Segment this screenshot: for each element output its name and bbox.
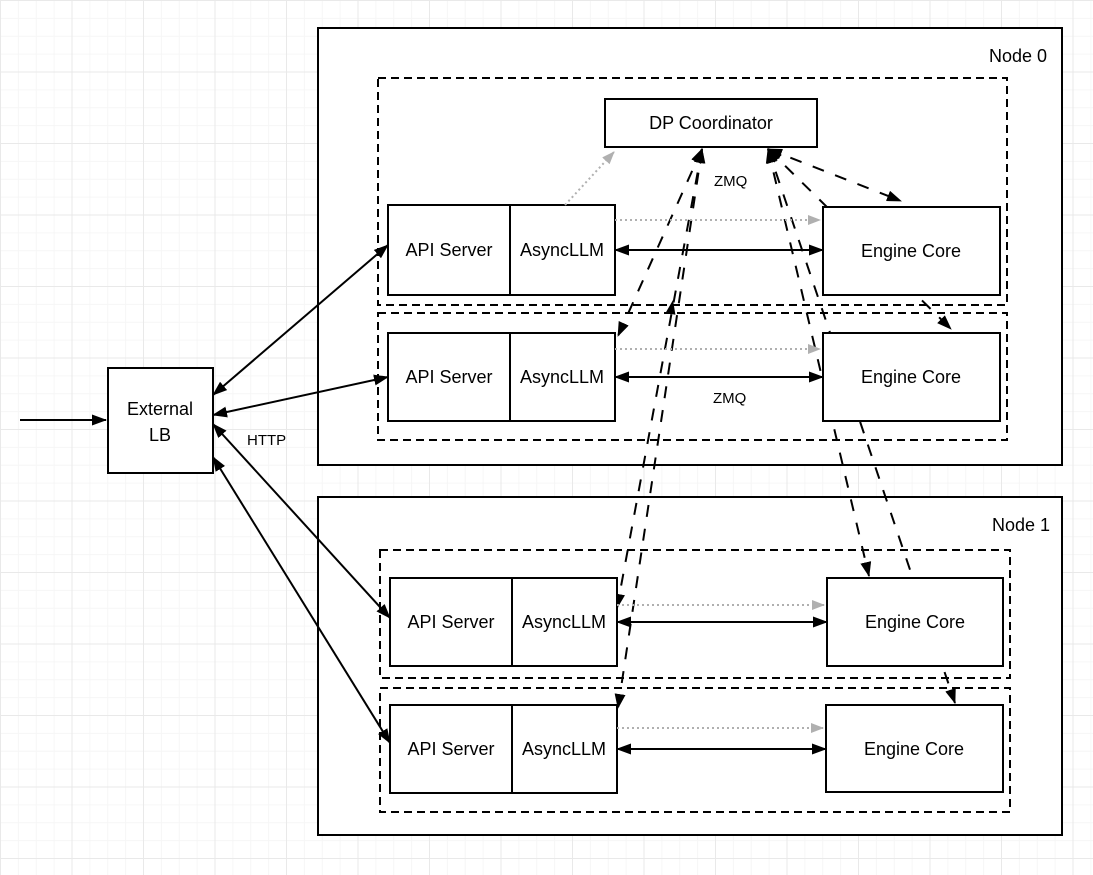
mid-arrowhead-up-icon	[665, 300, 676, 315]
asyncllm-label-n1r1: AsyncLLM	[522, 739, 606, 759]
asyncllm-label-n1r0: AsyncLLM	[522, 612, 606, 632]
http-arrow-lb-n0r1	[212, 374, 389, 418]
external-lb-label-line2: LB	[149, 425, 171, 445]
dp-coordinator-label: DP Coordinator	[649, 113, 773, 133]
api-server-label-n0r1: API Server	[405, 367, 492, 387]
http-arrow-lb-n1r1	[212, 456, 391, 744]
engine-core-box-n0r0	[822, 206, 1001, 296]
asyncllm-label-n0r0: AsyncLLM	[520, 240, 604, 260]
node0-label: Node 0	[989, 46, 1047, 66]
engine-core-label-n0r1: Engine Core	[861, 367, 961, 387]
engine-core-label-n1r0: Engine Core	[865, 612, 965, 632]
api-server-label-n1r1: API Server	[407, 739, 494, 759]
engine-core-box-n1r1	[825, 704, 1004, 793]
http-label: HTTP	[247, 432, 286, 449]
api-server-label-n0r0: API Server	[405, 240, 492, 260]
external-lb-box	[107, 367, 214, 474]
dp-coordinator-box	[604, 98, 818, 148]
asyncllm-label-n0r1: AsyncLLM	[520, 367, 604, 387]
dotted-arrow-asyncllm-coordinator	[564, 151, 615, 206]
engine-core-label-n1r1: Engine Core	[864, 739, 964, 759]
zmq-label-coordinator: ZMQ	[714, 173, 747, 190]
api-asyncllm-n1r1	[389, 704, 618, 794]
api-server-label-n1r0: API Server	[407, 612, 494, 632]
api-asyncllm-n1r0	[389, 577, 618, 667]
api-asyncllm-n0r1	[387, 332, 616, 422]
node1-label: Node 1	[992, 515, 1050, 535]
engine-core-label-n0r0: Engine Core	[861, 241, 961, 261]
engine-core-box-n0r1	[822, 332, 1001, 422]
http-arrow-lb-n0r0	[212, 244, 389, 396]
zmq-label-row: ZMQ	[713, 390, 746, 407]
external-lb-label-line1: External	[127, 399, 193, 419]
